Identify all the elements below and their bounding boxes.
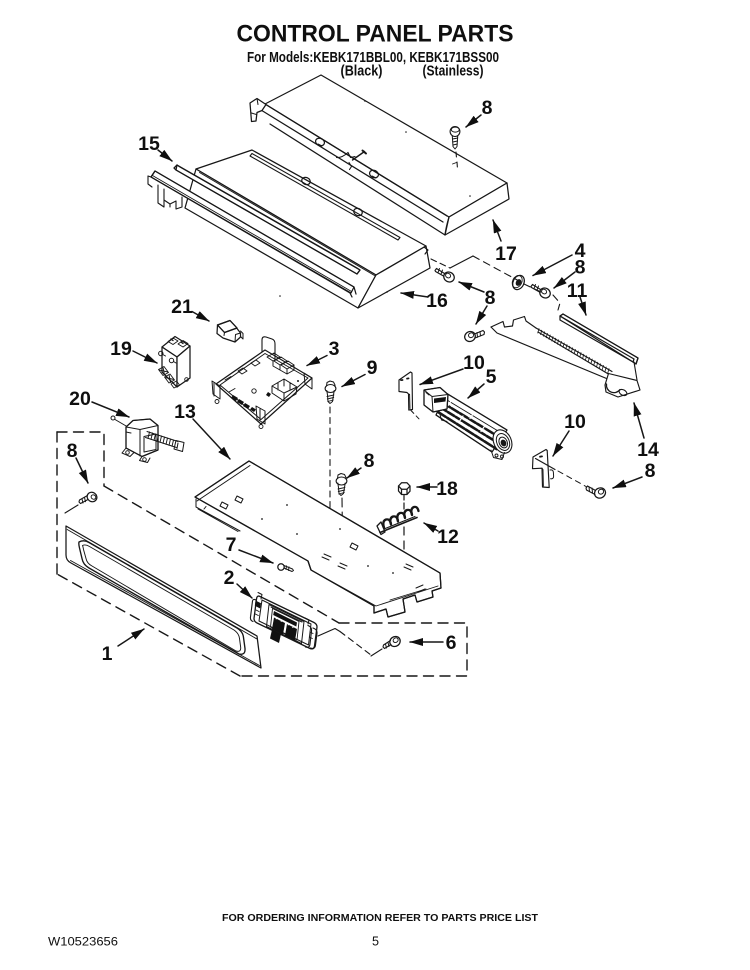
svg-text:10: 10 — [463, 352, 485, 374]
svg-text:13: 13 — [174, 401, 196, 423]
svg-text:8: 8 — [364, 450, 375, 472]
svg-text:W10523656: W10523656 — [48, 935, 118, 949]
svg-text:For Models:KEBK171BBL00, KEBK1: For Models:KEBK171BBL00, KEBK171BSS00 — [247, 50, 499, 66]
svg-text:5: 5 — [372, 935, 379, 949]
svg-text:20: 20 — [69, 388, 91, 410]
svg-text:9: 9 — [367, 357, 378, 379]
svg-text:3: 3 — [329, 338, 340, 360]
svg-text:21: 21 — [171, 296, 193, 318]
svg-text:10: 10 — [564, 411, 586, 433]
svg-text:7: 7 — [226, 534, 237, 556]
svg-text:FOR ORDERING INFORMATION REFER: FOR ORDERING INFORMATION REFER TO PARTS … — [222, 913, 539, 924]
svg-text:19: 19 — [110, 338, 132, 360]
svg-text:8: 8 — [67, 440, 78, 462]
svg-text:18: 18 — [436, 478, 458, 500]
svg-text:15: 15 — [138, 133, 160, 155]
svg-text:4: 4 — [575, 240, 586, 262]
svg-text:(Stainless): (Stainless) — [423, 64, 484, 80]
svg-text:12: 12 — [437, 526, 459, 548]
svg-text:8: 8 — [482, 97, 493, 119]
svg-text:16: 16 — [426, 290, 448, 312]
svg-text:2: 2 — [224, 567, 235, 589]
svg-text:6: 6 — [446, 632, 457, 654]
svg-text:CONTROL PANEL PARTS: CONTROL PANEL PARTS — [237, 21, 514, 48]
svg-text:8: 8 — [645, 460, 656, 482]
svg-text:14: 14 — [637, 439, 659, 461]
svg-text:8: 8 — [485, 287, 496, 309]
svg-text:11: 11 — [567, 280, 588, 302]
svg-text:17: 17 — [495, 243, 517, 265]
svg-text:8: 8 — [575, 257, 586, 279]
svg-text:(Black): (Black) — [341, 64, 383, 80]
svg-text:5: 5 — [486, 366, 497, 388]
svg-text:1: 1 — [102, 643, 113, 665]
